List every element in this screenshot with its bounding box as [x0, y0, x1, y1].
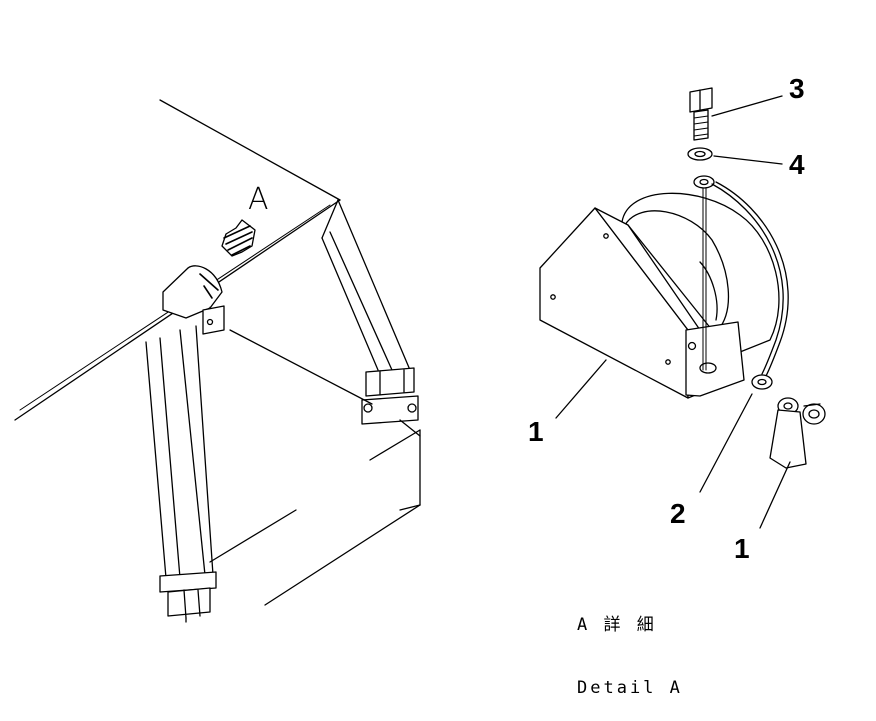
clip-cable — [693, 175, 789, 390]
bolt — [689, 87, 713, 141]
machine-overview — [14, 99, 421, 623]
callout-bracket: 1 — [528, 416, 544, 447]
view-a-arrow — [221, 219, 256, 257]
callout-washer: 4 — [789, 149, 805, 180]
washer — [687, 147, 713, 161]
callout-clip: 2 — [670, 498, 686, 529]
nut-tab — [769, 397, 826, 469]
callout-nut: 1 — [734, 533, 750, 564]
caption-line-2: Detail A — [577, 678, 683, 699]
caption-line-1: A 詳 細 — [577, 614, 657, 635]
bracket — [539, 192, 780, 399]
parts-drawing — [14, 87, 826, 623]
detail-caption: A 詳 細 Detail A — [577, 572, 683, 721]
view-letter-a: A — [248, 182, 269, 217]
leader-lines — [555, 95, 791, 529]
callout-bolt: 3 — [789, 73, 805, 104]
